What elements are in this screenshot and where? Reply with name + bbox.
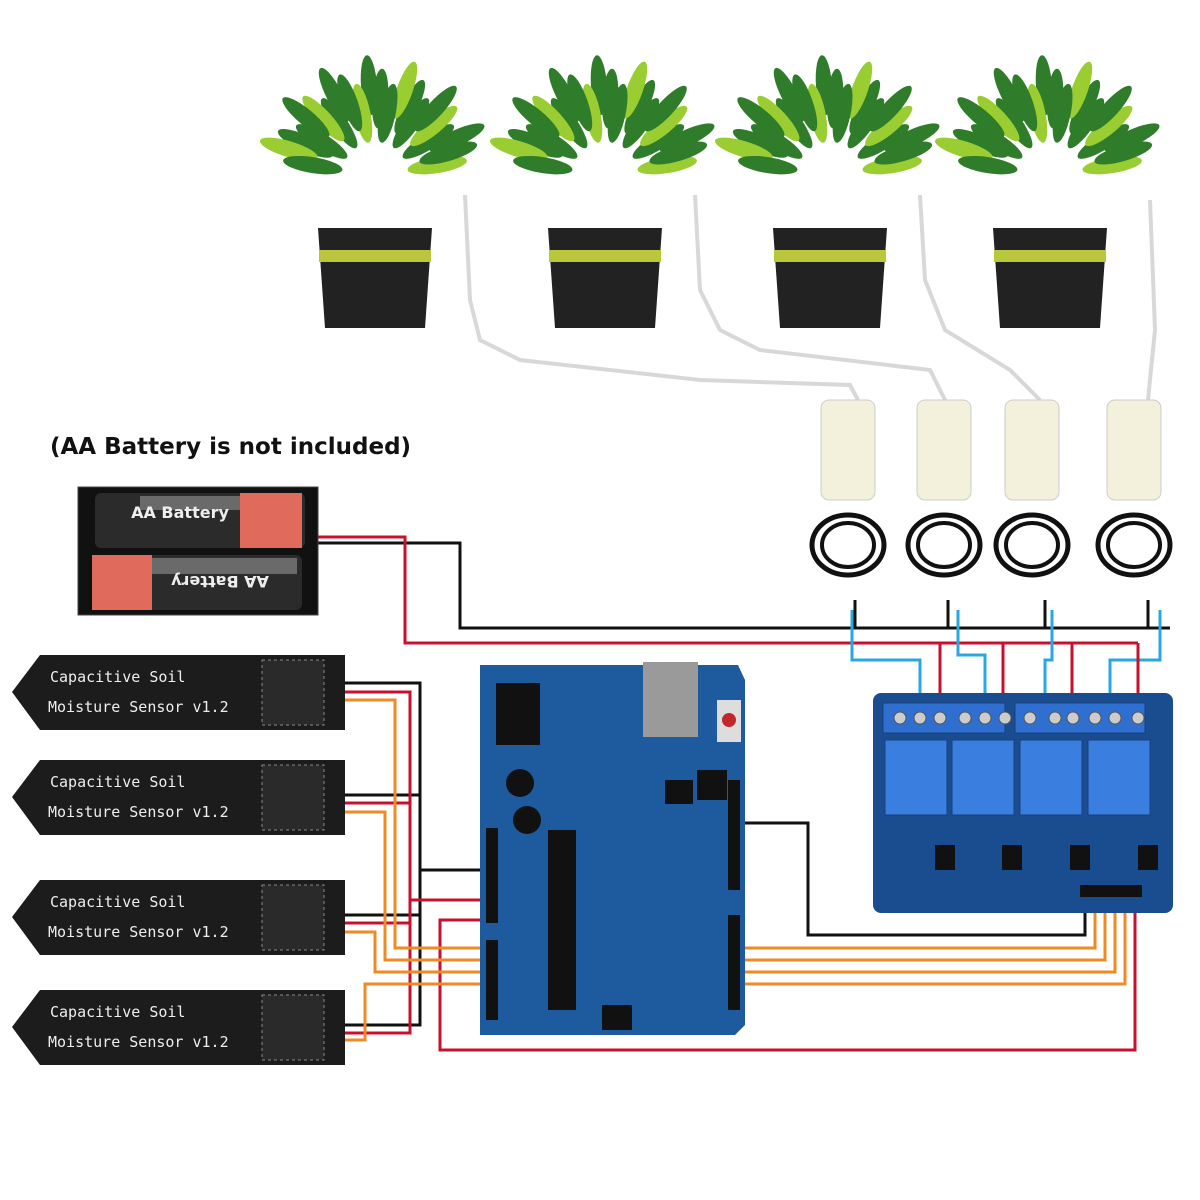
water-pump — [993, 399, 1071, 578]
battery-holder: AA Battery AA Battery — [77, 486, 319, 616]
relay — [1087, 739, 1151, 816]
plant-pot — [489, 55, 715, 328]
sensor-label-line1: Capacitive Soil — [50, 893, 185, 911]
battery-note: (AA Battery is not included) — [50, 434, 412, 460]
water-tubes — [463, 194, 1158, 402]
water-pump — [905, 399, 983, 578]
terminal-block — [1014, 702, 1146, 734]
water-pump — [809, 399, 887, 578]
sensor-label-line1: Capacitive Soil — [50, 773, 185, 791]
input-header — [1080, 885, 1142, 897]
battery-label-bottom: AA Battery — [171, 572, 269, 591]
plant-pot — [714, 55, 940, 328]
sensor-label-line1: Capacitive Soil — [50, 668, 185, 686]
sensor-label-line2: Moisture Sensor v1.2 — [48, 1033, 229, 1051]
relay — [1019, 739, 1083, 816]
arduino-board — [480, 662, 745, 1035]
plants — [259, 55, 1160, 328]
plant-pot — [934, 55, 1160, 328]
water-pumps — [809, 399, 1173, 578]
plant-pot — [259, 55, 485, 328]
sensor-label-line2: Moisture Sensor v1.2 — [48, 803, 229, 821]
relay — [951, 739, 1015, 816]
sensor-label-line2: Moisture Sensor v1.2 — [48, 698, 229, 716]
relay — [884, 739, 948, 816]
relay-module — [873, 693, 1173, 913]
sensor-label-line1: Capacitive Soil — [50, 1003, 185, 1021]
sensor-label-line2: Moisture Sensor v1.2 — [48, 923, 229, 941]
water-pump — [1095, 399, 1173, 578]
battery-label-top: AA Battery — [131, 503, 229, 522]
